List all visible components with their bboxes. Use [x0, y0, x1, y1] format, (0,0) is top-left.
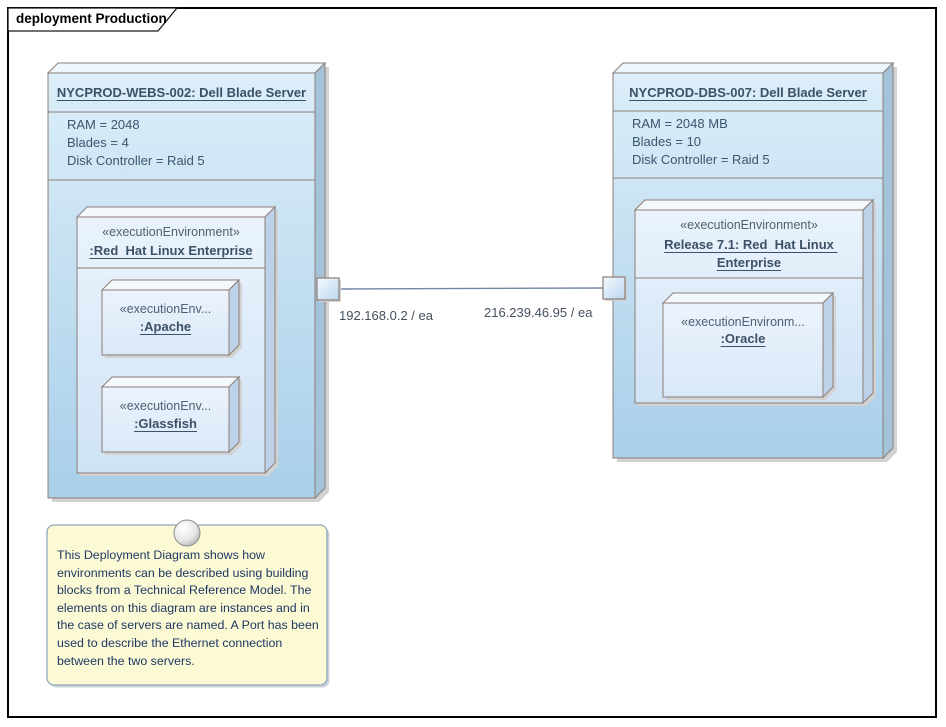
- env-apache-front-face[interactable]: [101, 289, 230, 356]
- node-right-property: RAM = 2048 MB: [632, 116, 728, 131]
- ethernet-connector[interactable]: [338, 287, 604, 290]
- node-left-property: Disk Controller = Raid 5: [67, 153, 205, 168]
- port-left-square[interactable]: [316, 277, 340, 301]
- env-oracle-front-face[interactable]: [662, 302, 824, 398]
- env-apache-name: :Apache: [139, 319, 192, 334]
- env-oracle[interactable]: [661, 291, 836, 400]
- node-right-property: Disk Controller = Raid 5: [632, 152, 770, 167]
- env-redhat-top-face[interactable]: [75, 206, 277, 218]
- node-right-top-face[interactable]: [611, 62, 895, 74]
- env-apache-top-face[interactable]: [100, 279, 241, 291]
- port-right-square[interactable]: [602, 276, 626, 300]
- env-oracle-stereotype: «executionEnvironm...: [681, 315, 805, 329]
- note-text: This Deployment Diagram shows how enviro…: [57, 548, 319, 668]
- node-right-side-face[interactable]: [882, 61, 894, 460]
- env-glassfish-top-face[interactable]: [100, 376, 241, 388]
- env-release71-side-face[interactable]: [862, 198, 874, 405]
- port-left[interactable]: [316, 277, 341, 302]
- env-oracle-name: :Oracle: [720, 331, 766, 346]
- env-glassfish-stereotype: «executionEnv...: [119, 399, 212, 413]
- env-oracle-top-face[interactable]: [661, 292, 835, 304]
- port-left-label: 192.168.0.2 / ea: [339, 308, 433, 323]
- frame-label: deployment Production: [16, 11, 167, 26]
- frame-label-tab: [7, 7, 179, 32]
- node-left-property: Blades = 4: [67, 135, 129, 150]
- diagram-frame: [7, 7, 937, 718]
- env-apache[interactable]: [100, 278, 242, 358]
- node-left-top-face[interactable]: [46, 62, 327, 74]
- env-release71-top-face[interactable]: [633, 199, 875, 211]
- port-right-label: 216.239.46.95 / ea: [484, 305, 593, 320]
- node-left-title: NYCPROD-WEBS-002: Dell Blade Server: [56, 85, 307, 100]
- note-box[interactable]: [46, 519, 330, 688]
- env-glassfish-front-face[interactable]: [101, 386, 230, 453]
- env-apache-stereotype: «executionEnv...: [119, 302, 212, 316]
- port-right[interactable]: [602, 276, 627, 301]
- env-glassfish-name: :Glassfish: [134, 416, 197, 431]
- env-release71-name: Release 7.1: Red Hat Linux Enterprise: [664, 237, 838, 270]
- env-apache-side-face[interactable]: [228, 278, 240, 357]
- node-right-property: Blades = 10: [632, 134, 702, 149]
- node-right-title: NYCPROD-DBS-007: Dell Blade Server: [629, 85, 867, 100]
- env-redhat-stereotype: «executionEnvironment»: [102, 225, 240, 239]
- node-left-property: RAM = 2048: [67, 117, 140, 132]
- env-glassfish[interactable]: [100, 375, 242, 455]
- env-oracle-side-face[interactable]: [822, 291, 834, 399]
- env-redhat-name: :Red Hat Linux Enterprise: [89, 243, 253, 258]
- note-anchor-circle: [173, 519, 201, 547]
- env-release71-stereotype: «executionEnvironment»: [680, 218, 818, 232]
- env-glassfish-side-face[interactable]: [228, 375, 240, 454]
- env-redhat-side-face[interactable]: [264, 205, 276, 475]
